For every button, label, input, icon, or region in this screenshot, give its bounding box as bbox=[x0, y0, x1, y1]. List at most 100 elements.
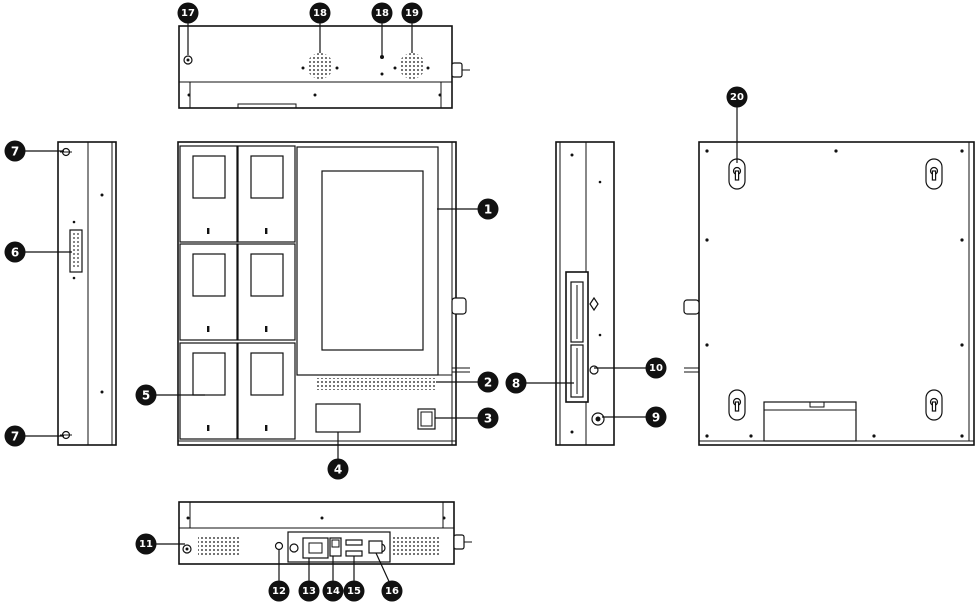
locker-keyhole-icon bbox=[207, 425, 210, 431]
microphone-hole-icon bbox=[380, 55, 384, 59]
callout-badge: 18 bbox=[309, 2, 331, 24]
top-view bbox=[178, 25, 470, 109]
callout-number: 7 bbox=[11, 430, 19, 444]
locker-door[interactable] bbox=[179, 145, 238, 243]
bottom-lock-icon bbox=[453, 534, 465, 550]
locker-window bbox=[192, 253, 226, 297]
left-side-view bbox=[57, 141, 117, 446]
rear-screw-icon bbox=[705, 238, 709, 242]
left-side-body bbox=[57, 141, 117, 446]
side-screw-icon bbox=[589, 365, 599, 375]
callout-number: 11 bbox=[139, 539, 153, 550]
ac-inlet-icon bbox=[302, 537, 329, 559]
rear-screw-icon bbox=[960, 434, 964, 438]
locker-window bbox=[250, 155, 284, 199]
rear-screw-icon bbox=[705, 343, 709, 347]
locker-window bbox=[250, 352, 284, 396]
keyhole-icon bbox=[925, 158, 943, 190]
bottom-view bbox=[178, 501, 472, 565]
speaker-grille-icon bbox=[307, 53, 333, 79]
callout-number: 6 bbox=[11, 246, 19, 260]
power-button bbox=[417, 408, 436, 430]
locker-grid bbox=[179, 145, 296, 440]
keyhole-mounts bbox=[728, 158, 943, 421]
callout-number: 15 bbox=[347, 586, 361, 597]
keyhole-icon bbox=[728, 158, 746, 190]
rear-screw-icon bbox=[705, 149, 709, 153]
locker-keyhole-icon bbox=[265, 425, 268, 431]
right-side-view bbox=[555, 141, 615, 446]
ethernet-port-icon bbox=[368, 540, 383, 554]
locker-door[interactable] bbox=[237, 243, 296, 341]
callout-number: 7 bbox=[11, 145, 19, 159]
callout-number: 12 bbox=[272, 586, 286, 597]
callout-number: 9 bbox=[652, 411, 660, 425]
callout-badge: 10 bbox=[645, 357, 667, 379]
callout-number: 5 bbox=[142, 389, 150, 403]
callout-number: 8 bbox=[512, 377, 520, 391]
callout-number: 20 bbox=[730, 92, 744, 103]
rear-screw-icon bbox=[960, 149, 964, 153]
callout-number: 14 bbox=[326, 586, 340, 597]
callout-badge: 3 bbox=[477, 407, 499, 429]
locker-window bbox=[250, 253, 284, 297]
callout-badge: 13 bbox=[298, 580, 320, 602]
usb-port-icon bbox=[345, 539, 363, 546]
rear-cover-plate bbox=[763, 401, 857, 442]
locker-keyhole-icon bbox=[265, 228, 268, 234]
rear-screw-icon bbox=[960, 343, 964, 347]
callout-badge: 2 bbox=[477, 371, 499, 393]
callout-badge: 11 bbox=[135, 533, 157, 555]
callout-badge: 15 bbox=[343, 580, 365, 602]
callout-badge: 20 bbox=[726, 86, 748, 108]
callout-badge: 6 bbox=[4, 241, 26, 263]
callout-number: 13 bbox=[302, 586, 316, 597]
release-latch-icon bbox=[589, 296, 599, 312]
callout-badge: 7 bbox=[4, 425, 26, 447]
locker-door[interactable] bbox=[179, 342, 238, 440]
locker-door[interactable] bbox=[237, 145, 296, 243]
rear-screws bbox=[705, 149, 964, 438]
callout-badge: 18 bbox=[371, 2, 393, 24]
callout-badge: 5 bbox=[135, 384, 157, 406]
callout-badge: 8 bbox=[505, 372, 527, 394]
locker-window bbox=[192, 352, 226, 396]
vent-grille-icon bbox=[393, 537, 441, 557]
rear-screw-icon bbox=[872, 434, 876, 438]
lock-knob-icon bbox=[451, 62, 463, 78]
card-reader-window bbox=[315, 403, 361, 433]
rear-screw-icon bbox=[705, 434, 709, 438]
callout-badge: 16 bbox=[381, 580, 403, 602]
locker-door[interactable] bbox=[237, 342, 296, 440]
keyhole-icon bbox=[728, 389, 746, 421]
callout-number: 17 bbox=[181, 8, 195, 19]
locker-keyhole-icon bbox=[207, 228, 210, 234]
callout-badge: 14 bbox=[322, 580, 344, 602]
callout-badge: 1 bbox=[477, 198, 499, 220]
locker-keyhole-icon bbox=[207, 326, 210, 332]
rear-screw-icon bbox=[960, 238, 964, 242]
keyhole-icon bbox=[925, 389, 943, 421]
callout-number: 1 bbox=[484, 203, 492, 217]
locker-door[interactable] bbox=[179, 243, 238, 341]
front-speaker-grille-icon bbox=[316, 378, 437, 390]
callout-number: 2 bbox=[484, 376, 492, 390]
callout-number: 18 bbox=[313, 8, 327, 19]
rear-screw-icon bbox=[834, 149, 838, 153]
callout-badge: 17 bbox=[177, 2, 199, 24]
callout-badge: 4 bbox=[327, 458, 349, 480]
callout-number: 18 bbox=[375, 8, 389, 19]
dvi-port-icon bbox=[69, 229, 83, 273]
usb-port-icon bbox=[345, 550, 363, 557]
callout-number: 3 bbox=[484, 412, 492, 426]
callout-badge: 7 bbox=[4, 140, 26, 162]
callout-number: 10 bbox=[649, 363, 663, 374]
locker-keyhole-icon bbox=[265, 326, 268, 332]
callout-badge: 19 bbox=[401, 2, 423, 24]
reset-hole-icon bbox=[274, 541, 284, 551]
callout-number: 16 bbox=[385, 586, 399, 597]
locker-window bbox=[192, 155, 226, 199]
front-lock-icon bbox=[451, 297, 467, 315]
